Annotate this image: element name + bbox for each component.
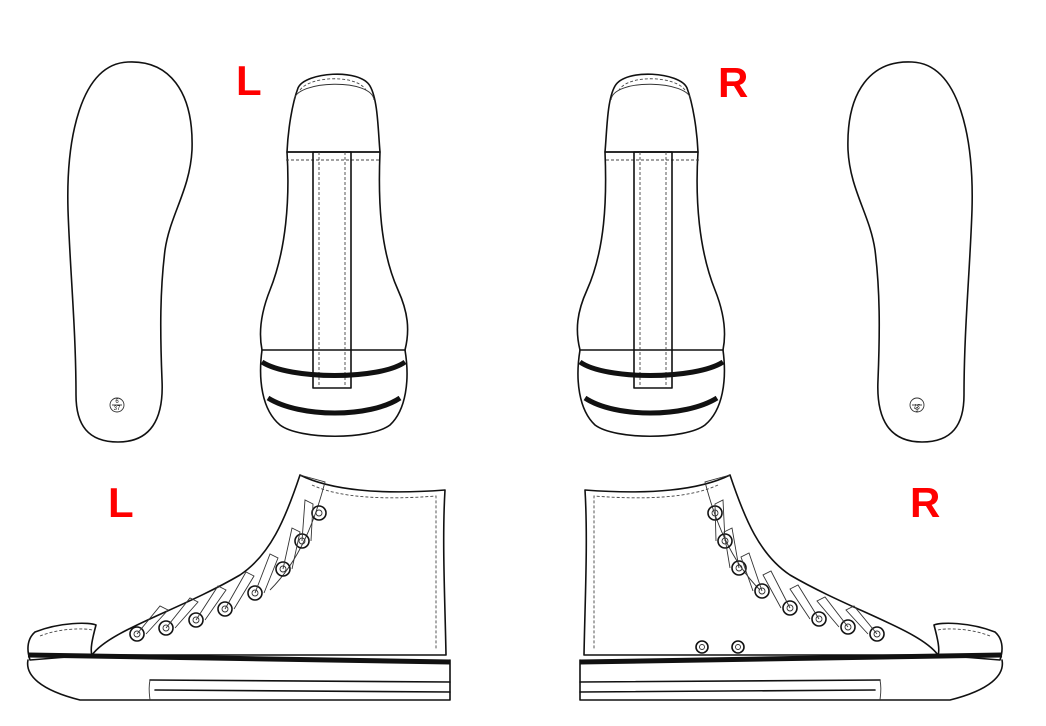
left-shoe-side-view: [26, 474, 451, 701]
left-label-bottom: L: [108, 479, 134, 526]
right-shoe-side-view: [579, 474, 1004, 701]
right-laces: [714, 499, 878, 635]
left-heel-rear-view: [259, 73, 409, 437]
right-heel-rear-view: [576, 73, 726, 437]
right-insole-size-bottom: 37: [913, 402, 920, 408]
left-eyelets: [129, 505, 327, 642]
right-label-top: R: [718, 59, 749, 106]
left-insole: 6 37: [67, 61, 193, 443]
right-label-bottom: R: [910, 479, 941, 526]
right-insole: [847, 61, 973, 443]
left-insole-size-bottom: 37: [114, 406, 121, 412]
left-label-top: L: [236, 57, 262, 104]
right-eyelets: [695, 505, 885, 654]
left-laces: [136, 499, 314, 635]
left-insole-size-top: 6: [115, 399, 119, 405]
right-insole-size-top: 6: [915, 405, 919, 411]
